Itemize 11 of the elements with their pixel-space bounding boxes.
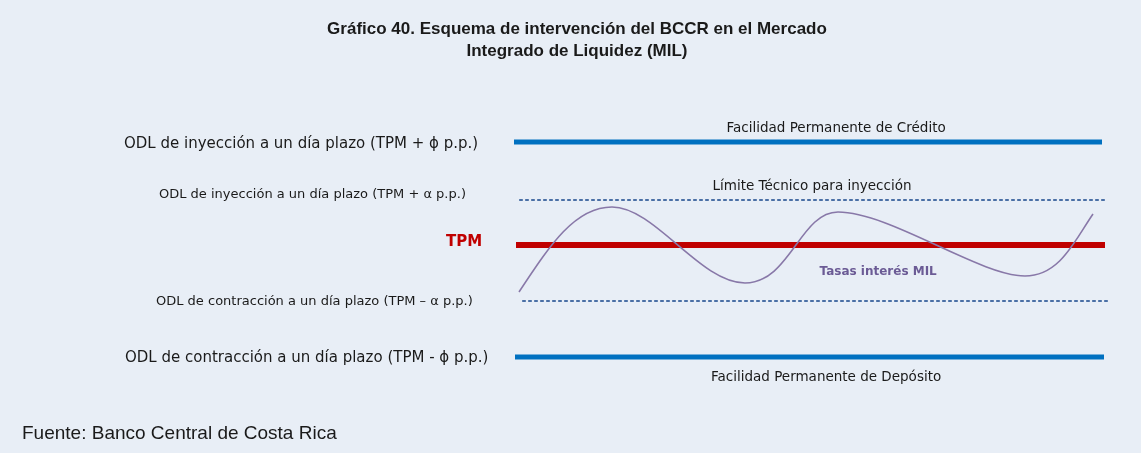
rate-label: ODL de inyección a un día plazo (TPM + ϕ p.p.) [124,134,479,152]
rate-label: ODL de contracción a un día plazo (TPM - ϕ p.p.) [125,348,489,366]
line-label: Facilidad Permanente de Depósito [711,368,942,384]
chart-title: Gráfico 40. Esquema de intervención del BCCR en el Mercado Integrado de Liquidez (MIL) [326,18,828,62]
rate-label: ODL de inyección a un día plazo (TPM + α p.p.) [159,185,466,201]
curve-label: Tasas interés MIL [819,264,937,278]
line-label: Límite Técnico para inyección [712,177,912,193]
source-note: Fuente: Banco Central de Costa Rica [22,422,337,444]
policy-rate-label: TPM [446,232,483,250]
rate-label: ODL de contracción a un día plazo (TPM – α p.p.) [156,292,473,308]
line-label: Facilidad Permanente de Crédito [726,119,946,135]
